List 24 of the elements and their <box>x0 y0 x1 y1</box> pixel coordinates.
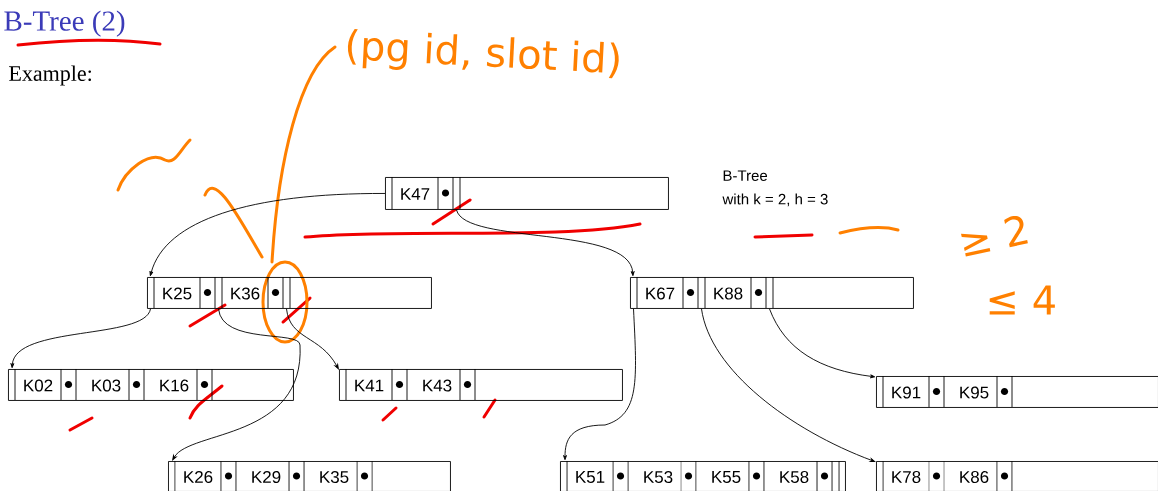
node-page: K78 K86 <box>876 460 1158 491</box>
arrow <box>286 308 339 370</box>
text: B-Tree <box>723 170 768 181</box>
arrow <box>10 308 151 369</box>
node-page: K02 K03 K16 <box>8 368 294 401</box>
arrow <box>149 193 386 277</box>
arrow <box>769 308 876 379</box>
handwritten-note: ≥ 2 <box>961 216 1028 257</box>
node-page: K47 <box>385 176 669 210</box>
arrow <box>172 308 301 461</box>
text: with k = 2, h = 3 <box>722 193 828 207</box>
handwritten-note: ≤ 4 <box>989 285 1055 315</box>
node-page: K26 K29 K35 <box>168 460 451 491</box>
arrow <box>456 209 635 277</box>
node-page: K91 K95 <box>876 375 1158 408</box>
handwritten-note: (pg id, slot id) <box>347 29 619 79</box>
node-page: K25 K36 <box>147 276 432 309</box>
node-page: K67 K88 <box>630 276 914 309</box>
text: Example: <box>9 65 91 86</box>
node-page: K51 K53 K55 K58 <box>560 460 846 491</box>
title: B-Tree (2) <box>4 10 125 37</box>
node-page: K41 K43 <box>339 368 623 401</box>
arrow <box>563 308 636 461</box>
arrow <box>701 308 876 462</box>
